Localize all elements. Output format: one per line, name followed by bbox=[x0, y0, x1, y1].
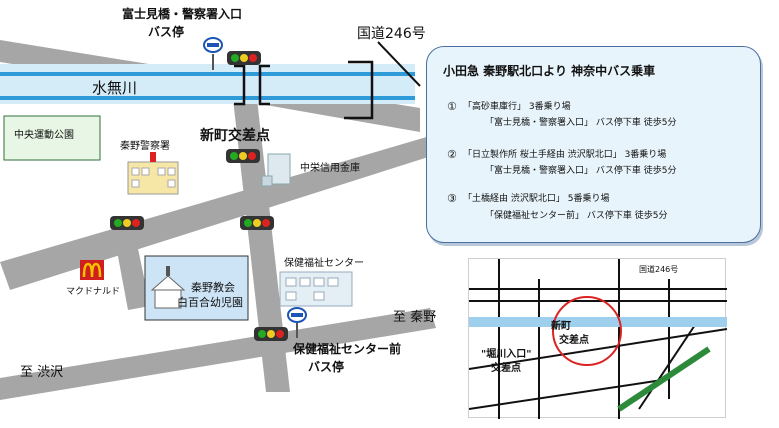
inset-route-246: 国道246号 bbox=[639, 265, 679, 274]
credit-bank-building bbox=[261, 153, 291, 187]
park-area bbox=[3, 115, 101, 161]
police-station-building bbox=[127, 152, 179, 195]
mcdonalds-logo-icon bbox=[80, 260, 104, 280]
bus-route-info-card: 小田急 秦野駅北口より 神奈中バス乗車 ① 「高砂車庫行」 3番乗り場 「富士見… bbox=[426, 46, 761, 243]
inset-shinmachi: 新町 bbox=[551, 321, 571, 332]
health-center-building bbox=[279, 271, 353, 307]
minase-river bbox=[0, 64, 415, 104]
police-label: 秦野警察署 bbox=[120, 141, 170, 152]
traffic-light-icon bbox=[110, 216, 144, 230]
inset-map: 国道246号 新町 交差点 "堀川入口" 交差点 bbox=[468, 258, 728, 419]
route-item-3-line2: 「保健福祉センター前」 バス停下車 徒歩5分 bbox=[485, 211, 668, 221]
bus-stop-bottom-name: 保健福祉センター前 bbox=[293, 342, 402, 356]
park-label: 中央運動公園 bbox=[14, 130, 74, 141]
intersection-label: 新町交差点 bbox=[200, 128, 270, 144]
mcdonalds-label: マクドナルド bbox=[66, 287, 121, 297]
main-diagonal-road bbox=[0, 136, 444, 290]
bus-stop-top-sub: バス停 bbox=[148, 25, 185, 39]
health-center-label: 保健福祉センター bbox=[284, 258, 364, 269]
route-item-3-line1: 「土橋経由 渋沢駅北口」 5番乗り場 bbox=[463, 194, 610, 204]
church-label: 秦野教会 bbox=[191, 281, 235, 294]
traffic-light-icon bbox=[227, 51, 261, 65]
inset-horikawa: "堀川入口" bbox=[481, 349, 532, 360]
church-block bbox=[144, 255, 249, 321]
traffic-light-icon bbox=[254, 327, 288, 341]
route-246-label: 国道246号 bbox=[357, 26, 426, 42]
bus-stop-sign-icon bbox=[203, 37, 223, 70]
route-item-2-line2: 「富士見橋・警察署入口」 バス停下車 徒歩5分 bbox=[485, 166, 677, 176]
traffic-light-icon bbox=[240, 216, 274, 230]
traffic-light-icon bbox=[226, 149, 260, 163]
bridge bbox=[234, 60, 374, 120]
route-246-leader bbox=[377, 41, 421, 87]
vertical-road bbox=[232, 90, 290, 392]
route-item-1-line2: 「富士見橋・警察署入口」 バス停下車 徒歩5分 bbox=[485, 118, 677, 128]
to-shibuya-label: 至 渋沢 bbox=[20, 365, 64, 380]
kindergarten-label: 白百合幼児園 bbox=[177, 296, 243, 309]
route-item-1-num: ① bbox=[447, 100, 457, 113]
bus-stop-bottom-sub: バス停 bbox=[308, 360, 345, 374]
to-hadano-label: 至 秦野 bbox=[393, 310, 437, 325]
bus-stop-top-name: 富士見橋・警察署入口 bbox=[122, 7, 243, 21]
inset-map-drawing bbox=[468, 259, 728, 419]
branch-road bbox=[112, 220, 150, 310]
route-item-2-line1: 「日立製作所 桜土手経由 渋沢駅北口」 3番乗り場 bbox=[463, 150, 667, 160]
bus-stop-sign-icon bbox=[287, 307, 307, 338]
route-item-3-num: ③ bbox=[447, 192, 457, 205]
route-item-1-line1: 「高砂車庫行」 3番乗り場 bbox=[463, 102, 571, 112]
credit-bank-label: 中栄信用金庫 bbox=[300, 163, 360, 174]
route-item-2-num: ② bbox=[447, 148, 457, 161]
lower-diagonal-road bbox=[0, 308, 436, 400]
inset-horikawa-sub: 交差点 bbox=[491, 363, 521, 374]
inset-intersection: 交差点 bbox=[559, 335, 589, 346]
info-title: 小田急 秦野駅北口より 神奈中バス乗車 bbox=[443, 64, 656, 78]
river-label: 水無川 bbox=[92, 79, 138, 97]
